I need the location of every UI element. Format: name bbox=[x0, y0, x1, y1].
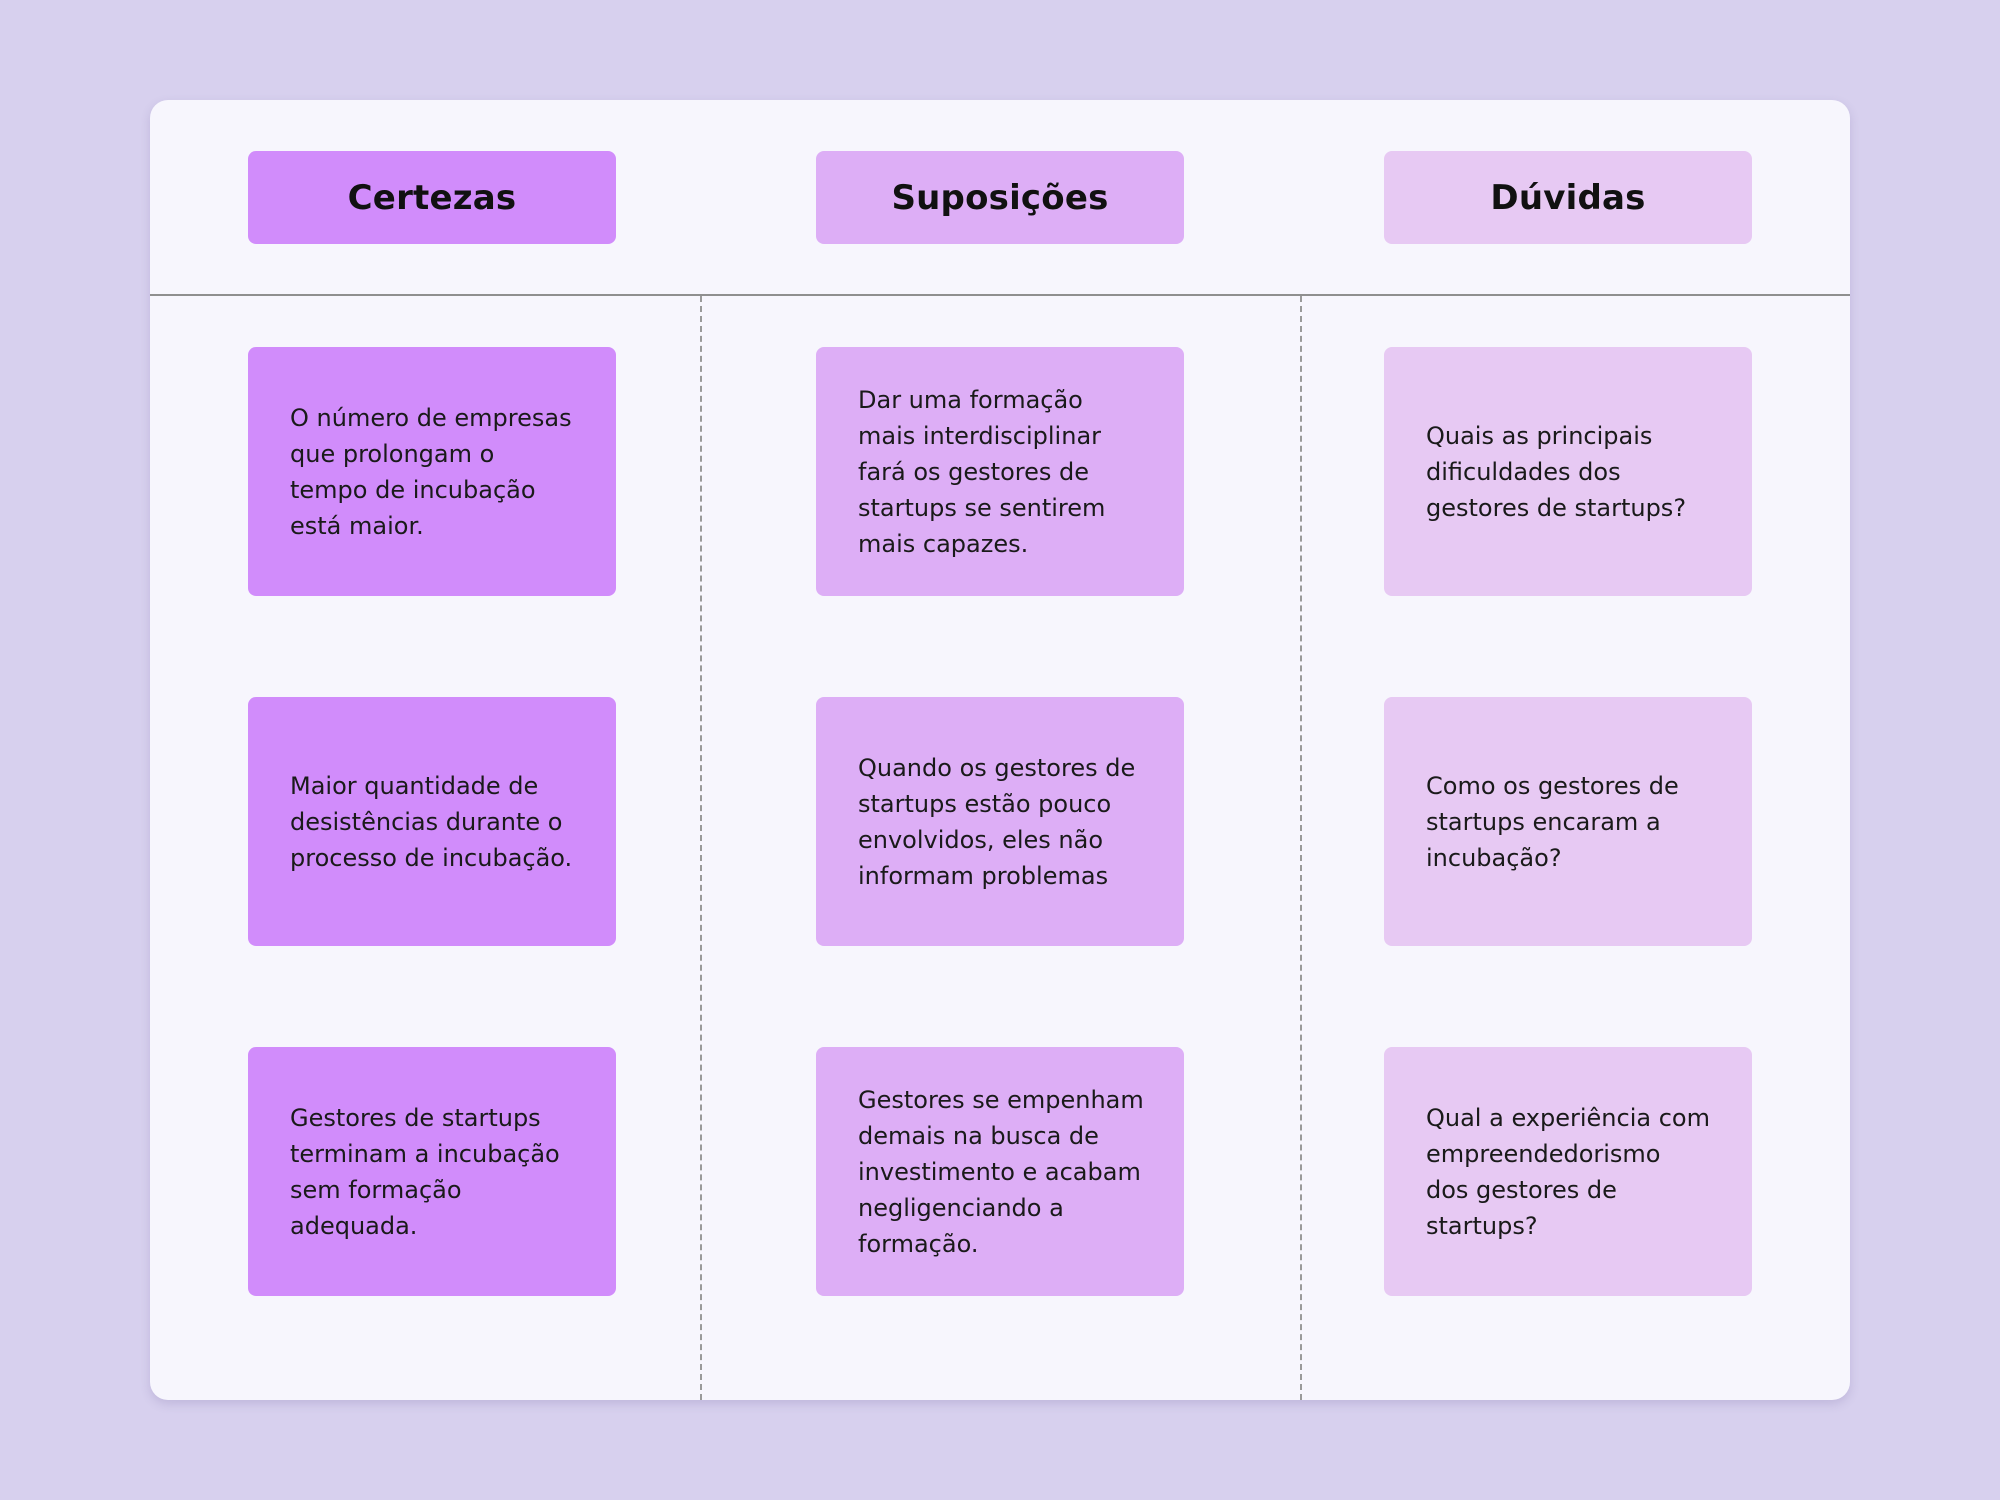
card-text: Como os gestores de startups encaram a i… bbox=[1426, 771, 1679, 872]
header-divider bbox=[150, 294, 1850, 296]
card-text: Gestores de startups terminam a incubaçã… bbox=[290, 1103, 560, 1240]
column-header-duvidas: Dúvidas bbox=[1384, 151, 1752, 244]
card-duvidas-1[interactable]: Quais as principais dificuldades dos ges… bbox=[1384, 347, 1752, 596]
card-duvidas-3[interactable]: Qual a experiência com empreendedorismo … bbox=[1384, 1047, 1752, 1296]
board: Certezas O número de empresas que prolon… bbox=[150, 100, 1850, 1400]
column-divider-2 bbox=[1300, 296, 1302, 1400]
card-text: Gestores se empenham demais na busca de … bbox=[858, 1085, 1144, 1258]
card-text: Qual a experiência com empreendedorismo … bbox=[1426, 1103, 1710, 1240]
card-suposicoes-3[interactable]: Gestores se empenham demais na busca de … bbox=[816, 1047, 1184, 1296]
card-text: Quais as principais dificuldades dos ges… bbox=[1426, 421, 1687, 522]
card-suposicoes-2[interactable]: Quando os gestores de startups estão pou… bbox=[816, 697, 1184, 946]
card-certezas-3[interactable]: Gestores de startups terminam a incubaçã… bbox=[248, 1047, 616, 1296]
card-certezas-2[interactable]: Maior quantidade de desistências durante… bbox=[248, 697, 616, 946]
card-certezas-1[interactable]: O número de empresas que prolongam o tem… bbox=[248, 347, 616, 596]
column-header-certezas: Certezas bbox=[248, 151, 616, 244]
card-text: O número de empresas que prolongam o tem… bbox=[290, 403, 572, 540]
card-suposicoes-1[interactable]: Dar uma formação mais interdisciplinar f… bbox=[816, 347, 1184, 596]
card-duvidas-2[interactable]: Como os gestores de startups encaram a i… bbox=[1384, 697, 1752, 946]
card-text: Quando os gestores de startups estão pou… bbox=[858, 753, 1136, 890]
card-text: Maior quantidade de desistências durante… bbox=[290, 771, 573, 872]
column-header-suposicoes: Suposições bbox=[816, 151, 1184, 244]
card-text: Dar uma formação mais interdisciplinar f… bbox=[858, 385, 1106, 558]
column-divider-1 bbox=[700, 296, 702, 1400]
